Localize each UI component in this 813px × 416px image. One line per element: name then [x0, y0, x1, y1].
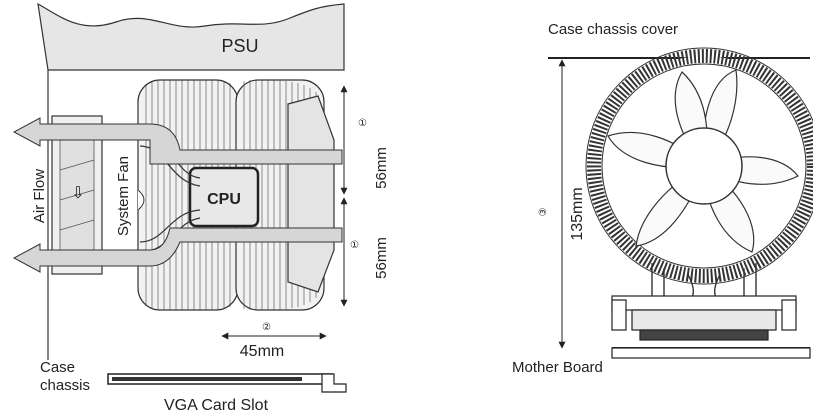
system-fan-label: System Fan [115, 156, 132, 236]
case-chassis-label-line2: chassis [40, 377, 90, 394]
dim-top-marker: ① [358, 118, 367, 129]
dim-height-marker: ③ [538, 207, 549, 216]
cooler-fan-side [287, 95, 335, 293]
vga-slot-label: VGA Card Slot [164, 397, 269, 414]
air-flow-arrows [12, 117, 343, 273]
left-figure: PSU [12, 2, 390, 414]
cpu-label: CPU [207, 191, 241, 208]
psu-block [37, 2, 345, 71]
right-figure: Case chassis cover ③ 135mm [512, 21, 813, 376]
psu-label: PSU [221, 36, 258, 56]
case-chassis-label-line1: Case [40, 359, 75, 376]
mounting-bracket [611, 295, 797, 341]
motherboard-board [611, 347, 811, 359]
system-fan: ⇩ [51, 115, 103, 275]
cpu-chip [188, 166, 260, 228]
dim-bottom-marker: ① [350, 240, 359, 251]
air-flow-arrow-bottom [12, 227, 343, 273]
dim-top-value: 56mm [373, 147, 390, 189]
dim-bottom-value: 56mm [373, 237, 390, 279]
vga-card-slot [107, 373, 347, 393]
fan-direction-icon: ⇩ [71, 183, 84, 202]
dim-width-value: 45mm [240, 343, 284, 360]
motherboard-label: Mother Board [512, 359, 603, 376]
dim-width-marker: ② [262, 322, 271, 333]
air-flow-arrow-top [12, 117, 343, 165]
fan-hub [665, 127, 743, 205]
dim-height-value: 135mm [569, 187, 586, 240]
case-cover-label: Case chassis cover [548, 21, 678, 38]
air-flow-label: Air Flow [31, 169, 48, 223]
